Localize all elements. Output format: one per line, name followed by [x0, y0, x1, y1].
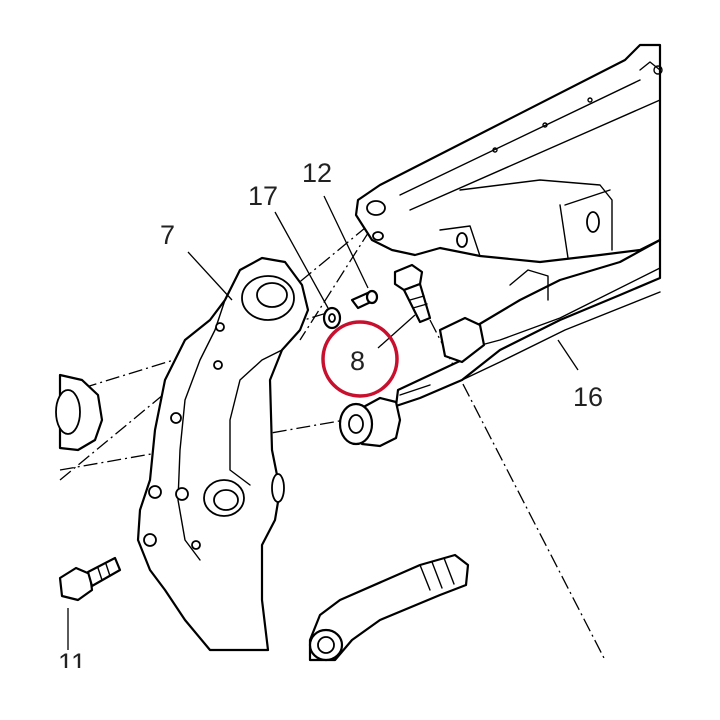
center-lines	[59, 227, 606, 661]
callout-7: 7	[160, 220, 175, 250]
callout-16: 16	[573, 382, 603, 412]
callout-17: 17	[248, 181, 278, 211]
leader-lines	[67, 195, 579, 650]
callout-labels: 7 17 12 8 16	[160, 158, 603, 412]
left-washer	[55, 373, 104, 452]
callout-12: 12	[302, 158, 332, 188]
lower-arm	[394, 238, 662, 408]
frame-member	[354, 43, 663, 264]
stud	[308, 553, 470, 662]
screw-12	[350, 289, 379, 310]
vertical-bolt	[393, 263, 432, 324]
callout-8: 8	[350, 346, 365, 376]
washer-17	[322, 306, 342, 330]
bolt-11	[58, 556, 122, 602]
bracket	[136, 256, 310, 652]
bottom-mask	[0, 662, 720, 720]
highlight-ring	[321, 320, 399, 398]
bushing	[338, 396, 402, 448]
